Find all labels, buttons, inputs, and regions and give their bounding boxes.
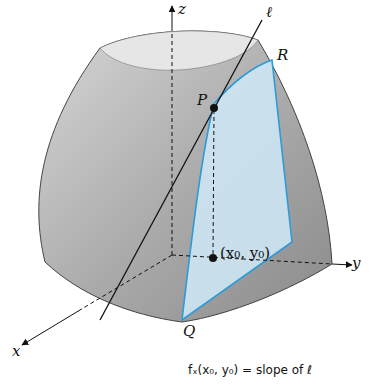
z-axis-hidden: [172, 30, 173, 255]
line-label: ℓ: [266, 5, 272, 20]
point-label: P: [197, 93, 207, 108]
x-axis-hidden: [80, 255, 172, 310]
surface: [39, 31, 332, 322]
vertical-plane: [182, 60, 292, 320]
figure-caption: fₓ(x₀, y₀) = slope of ℓ: [188, 364, 312, 376]
drop-line: [213, 110, 214, 256]
z-axis: [172, 6, 173, 30]
point-label: (x₀, y₀): [220, 246, 270, 261]
x-axis: [22, 310, 80, 345]
point-p: [210, 104, 218, 112]
tangent-line: [100, 20, 262, 320]
point-label: Q: [183, 324, 195, 339]
axis-label: x: [12, 344, 20, 359]
axis-label: z: [178, 2, 186, 17]
y-axis: [332, 264, 352, 265]
surface-top: [100, 31, 258, 70]
axis-label: y: [352, 256, 360, 271]
point-base: [209, 254, 217, 262]
point-label: R: [277, 48, 288, 63]
